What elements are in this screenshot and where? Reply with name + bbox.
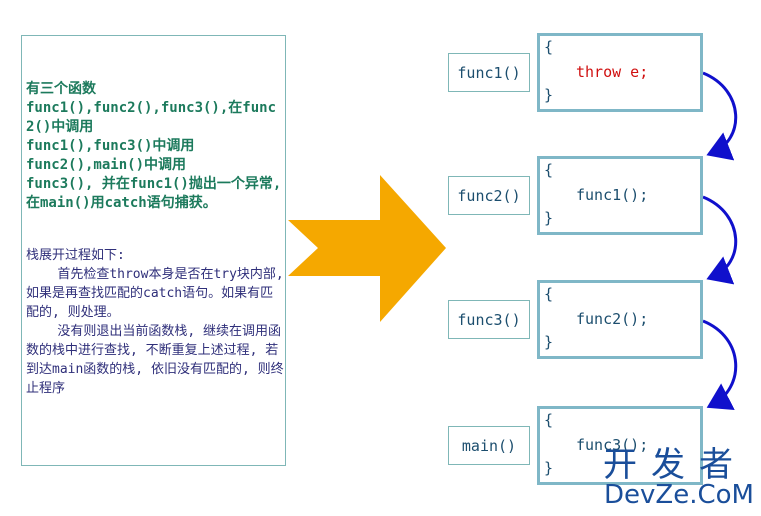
func3-close-brace: } bbox=[544, 333, 554, 351]
big-arrow bbox=[288, 175, 446, 322]
unwind-arrow-2 bbox=[702, 195, 738, 285]
intro-text: 有三个函数 func1(),func2(),func3(),在func2()中调… bbox=[26, 81, 282, 211]
func2-statement: func1(); bbox=[576, 186, 649, 204]
func2-label: func2() bbox=[448, 176, 530, 215]
explanation-panel: 有三个函数 func1(),func2(),func3(),在func2()中调… bbox=[21, 35, 286, 466]
main-close-brace: } bbox=[544, 459, 554, 477]
func1-statement: throw e; bbox=[576, 63, 649, 81]
unwind-arrow-1 bbox=[702, 71, 738, 161]
main-body: { func3(); } bbox=[537, 406, 703, 485]
func2-open-brace: { bbox=[544, 161, 554, 179]
main-statement: func3(); bbox=[576, 436, 649, 454]
func2-body: { func1(); } bbox=[537, 156, 703, 235]
unwinding-process-text: 栈展开过程如下: 首先检查throw本身是否在try块内部, 如果是再查找匹配的… bbox=[26, 248, 284, 396]
func1-open-brace: { bbox=[544, 38, 554, 56]
main-label: main() bbox=[448, 426, 530, 465]
main-open-brace: { bbox=[544, 411, 554, 429]
func3-label: func3() bbox=[448, 300, 530, 339]
func1-body: { throw e; } bbox=[537, 33, 703, 112]
watermark-en: DevZe.CoM bbox=[604, 480, 754, 510]
unwind-arrow-3 bbox=[702, 319, 738, 411]
func3-body: { func2(); } bbox=[537, 280, 703, 359]
func3-statement: func2(); bbox=[576, 310, 649, 328]
func3-open-brace: { bbox=[544, 285, 554, 303]
func1-close-brace: } bbox=[544, 86, 554, 104]
func1-label: func1() bbox=[448, 53, 530, 92]
func2-close-brace: } bbox=[544, 209, 554, 227]
watermark-cn: 开发者 bbox=[603, 445, 747, 485]
